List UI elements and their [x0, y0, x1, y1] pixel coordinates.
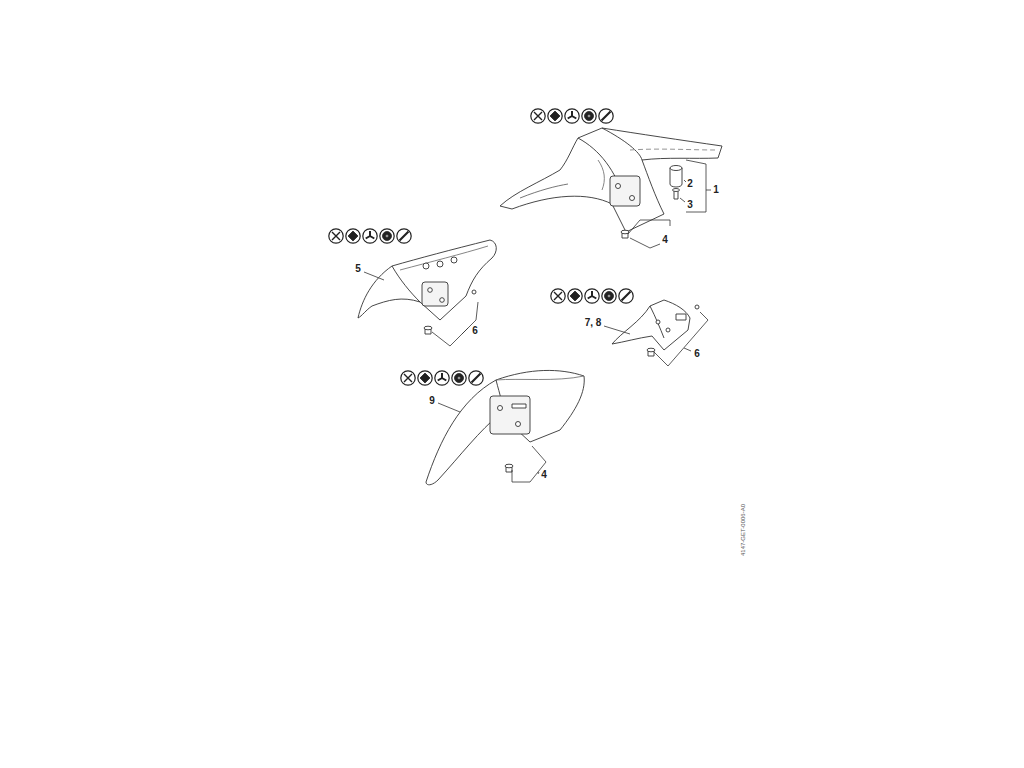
leader-lines	[364, 160, 711, 482]
drawing-code: 4147-GET-0006-A0	[740, 504, 746, 556]
callout-number: 3	[687, 200, 693, 210]
callout-number: 4	[662, 235, 668, 245]
tool-icon	[548, 109, 562, 123]
tool-icon	[435, 371, 449, 385]
tool-icon	[418, 371, 432, 385]
callout-number: 5	[355, 264, 361, 274]
callout-number: 1	[713, 185, 719, 195]
tool-icon	[602, 289, 616, 303]
small-part	[621, 166, 682, 239]
tool-icon	[380, 229, 394, 243]
tool-icon	[531, 109, 545, 123]
tool-icon	[585, 289, 599, 303]
tool-icon	[452, 371, 466, 385]
callout-number: 4	[541, 470, 547, 480]
callout-number: 9	[429, 396, 435, 406]
tool-icon	[401, 371, 415, 385]
tool-icon	[599, 109, 613, 123]
tool-icon	[469, 371, 483, 385]
callout-number: 6	[694, 349, 700, 359]
tool-icon	[551, 289, 565, 303]
tool-icon	[568, 289, 582, 303]
tool-icon	[582, 109, 596, 123]
callout-number: 7, 8	[585, 318, 602, 328]
callout-number: 2	[687, 179, 693, 189]
tool-icon	[346, 229, 360, 243]
tool-icon	[363, 229, 377, 243]
tool-icon	[329, 229, 343, 243]
deflector-guard	[500, 128, 722, 232]
tool-icon	[397, 229, 411, 243]
tool-icon	[619, 289, 633, 303]
deflector-guard	[426, 370, 584, 484]
callout-number: 6	[472, 326, 478, 336]
deflector-guard	[612, 300, 699, 356]
tool-icon	[565, 109, 579, 123]
